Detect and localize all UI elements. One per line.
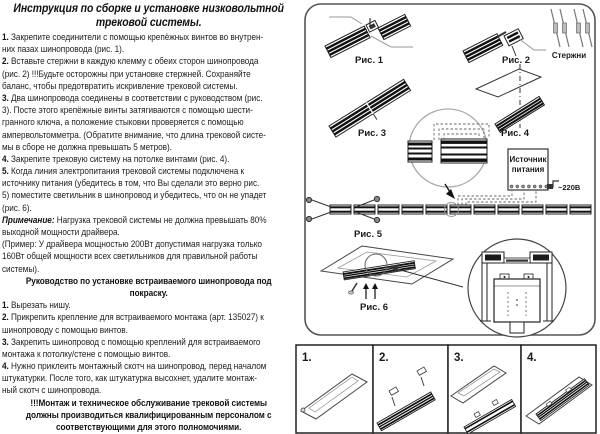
text-line: ный скотч с шинопровода. [2, 385, 102, 396]
power-terminals [509, 184, 548, 189]
figure-3-drawing [328, 78, 412, 138]
figure-2-label: Рис. 2 [502, 55, 530, 66]
text-line: (рис. 2) !!!Будьте осторожны при установ… [2, 68, 251, 79]
text-line: 2. Вставьте стержни в каждую клемму с об… [2, 56, 259, 67]
text-line: Примечание: Нагрузка трековой системы не… [2, 214, 267, 225]
step-4-drawing [525, 376, 593, 425]
text-line: 5. Когда линия электропитания трековой с… [2, 166, 245, 177]
text-line: 4. Закрепите трековую систему на потолке… [2, 153, 230, 164]
step-number-4: 4. [527, 352, 537, 364]
text-line: источнику питания (убедитесь в том, что … [2, 178, 260, 189]
text-line: 3). Посте этого крепёжные винты затягива… [2, 105, 253, 116]
text-line: (Пример: У драйвера мощностью 200Вт допу… [2, 239, 262, 250]
text-line: 160Вт общей мощности всех светильников д… [2, 251, 258, 262]
text-line: 4. Нужно приклеить монтажный скотч на ши… [2, 361, 267, 372]
chain-joint-highlight [444, 202, 459, 217]
figure-6-drawing [319, 245, 464, 299]
text-line: мы в сборе не должна превышать 5 метров)… [2, 141, 172, 152]
text-lines: 1. Закрепите соединители с помощью крепё… [2, 31, 295, 433]
figure-1-drawing [324, 13, 413, 59]
step-number-3: 3. [454, 352, 464, 364]
text-line: системы). [2, 263, 40, 274]
text-line: покраску. [129, 287, 168, 298]
rods-drawing [550, 8, 593, 48]
figure-4-drawing [474, 64, 546, 134]
text-line: них пазах шинопровода (рис. 1). [2, 44, 125, 55]
joint-magnifier-circle [407, 108, 490, 199]
text-line: (рис. 6). [2, 202, 32, 213]
document-title-line-1: Инструкция по сборке и установке низково… [13, 2, 284, 15]
figure-4-label: Рис. 4 [501, 128, 530, 139]
rods-label: Стержни [552, 51, 586, 60]
step-1-drawing [300, 373, 368, 420]
text-line: 3. Закрепить шинопровод с помощью крепле… [2, 336, 261, 347]
text-line: 1. Вырезать нишу. [2, 300, 71, 311]
power-supply-label-line-2: питания [512, 165, 545, 174]
figure-6-label: Рис. 6 [360, 302, 388, 313]
text-line: шинопроводу с помощью винтов. [2, 324, 128, 335]
text-line: 2. Прикрепить крепление для встраиваемог… [2, 312, 264, 323]
text-line: должны производиться квалифицированным п… [25, 409, 272, 420]
feed-wires [457, 191, 537, 205]
step-number-1: 1. [302, 352, 312, 364]
text-line: 3. Два шинопровода соединены в соответст… [2, 92, 263, 103]
text-line: гранного ключа, а положение стыковки про… [2, 117, 244, 128]
text-line: 1. Закрепите соединители с помощью крепё… [2, 32, 264, 42]
text-line: баланс, чтобы предотвратить искривление … [2, 80, 238, 91]
text-line: монтажа к потолку/стене с помощью винтов… [2, 348, 171, 359]
text-line: штукатурки. После того, как штукатурка в… [2, 373, 257, 384]
step-3-drawing [450, 365, 517, 434]
text-line: !!!Монтаж и техническое обслуживание тре… [30, 397, 268, 408]
chain-lead-wires [311, 199, 375, 220]
step-2-drawing [376, 366, 436, 432]
power-supply-label-line-1: Источник [509, 155, 547, 164]
text-line: Руководство по установке встраиваемого ш… [25, 275, 272, 286]
voltage-label: ~220В [558, 183, 581, 192]
step-panels: 1. 2. 3. 4. [295, 344, 597, 434]
track-chain [305, 195, 592, 224]
text-column: Инструкция по сборке и установке низково… [2, 2, 295, 433]
step-number-2: 2. [379, 352, 389, 364]
figure-1-label: Рис. 1 [355, 55, 384, 66]
figure-5-label: Рис. 5 [354, 229, 383, 240]
text-line: выходной мощности драйвера. [2, 227, 120, 237]
figure-2-drawing [462, 28, 546, 64]
text-line: соответствующими для этого полномочиями. [55, 422, 242, 432]
text-line: 5) поместите светильник в шинопровод и у… [2, 190, 267, 201]
text-line: ампервольтомметра. (Обратите внимание, ч… [2, 129, 266, 140]
power-supply-box: Источник питания ~220В [507, 148, 581, 192]
figure-3-label: Рис. 3 [358, 128, 386, 139]
document-title-line-2: трековой системы. [95, 15, 202, 29]
cross-section-circle [467, 238, 567, 338]
